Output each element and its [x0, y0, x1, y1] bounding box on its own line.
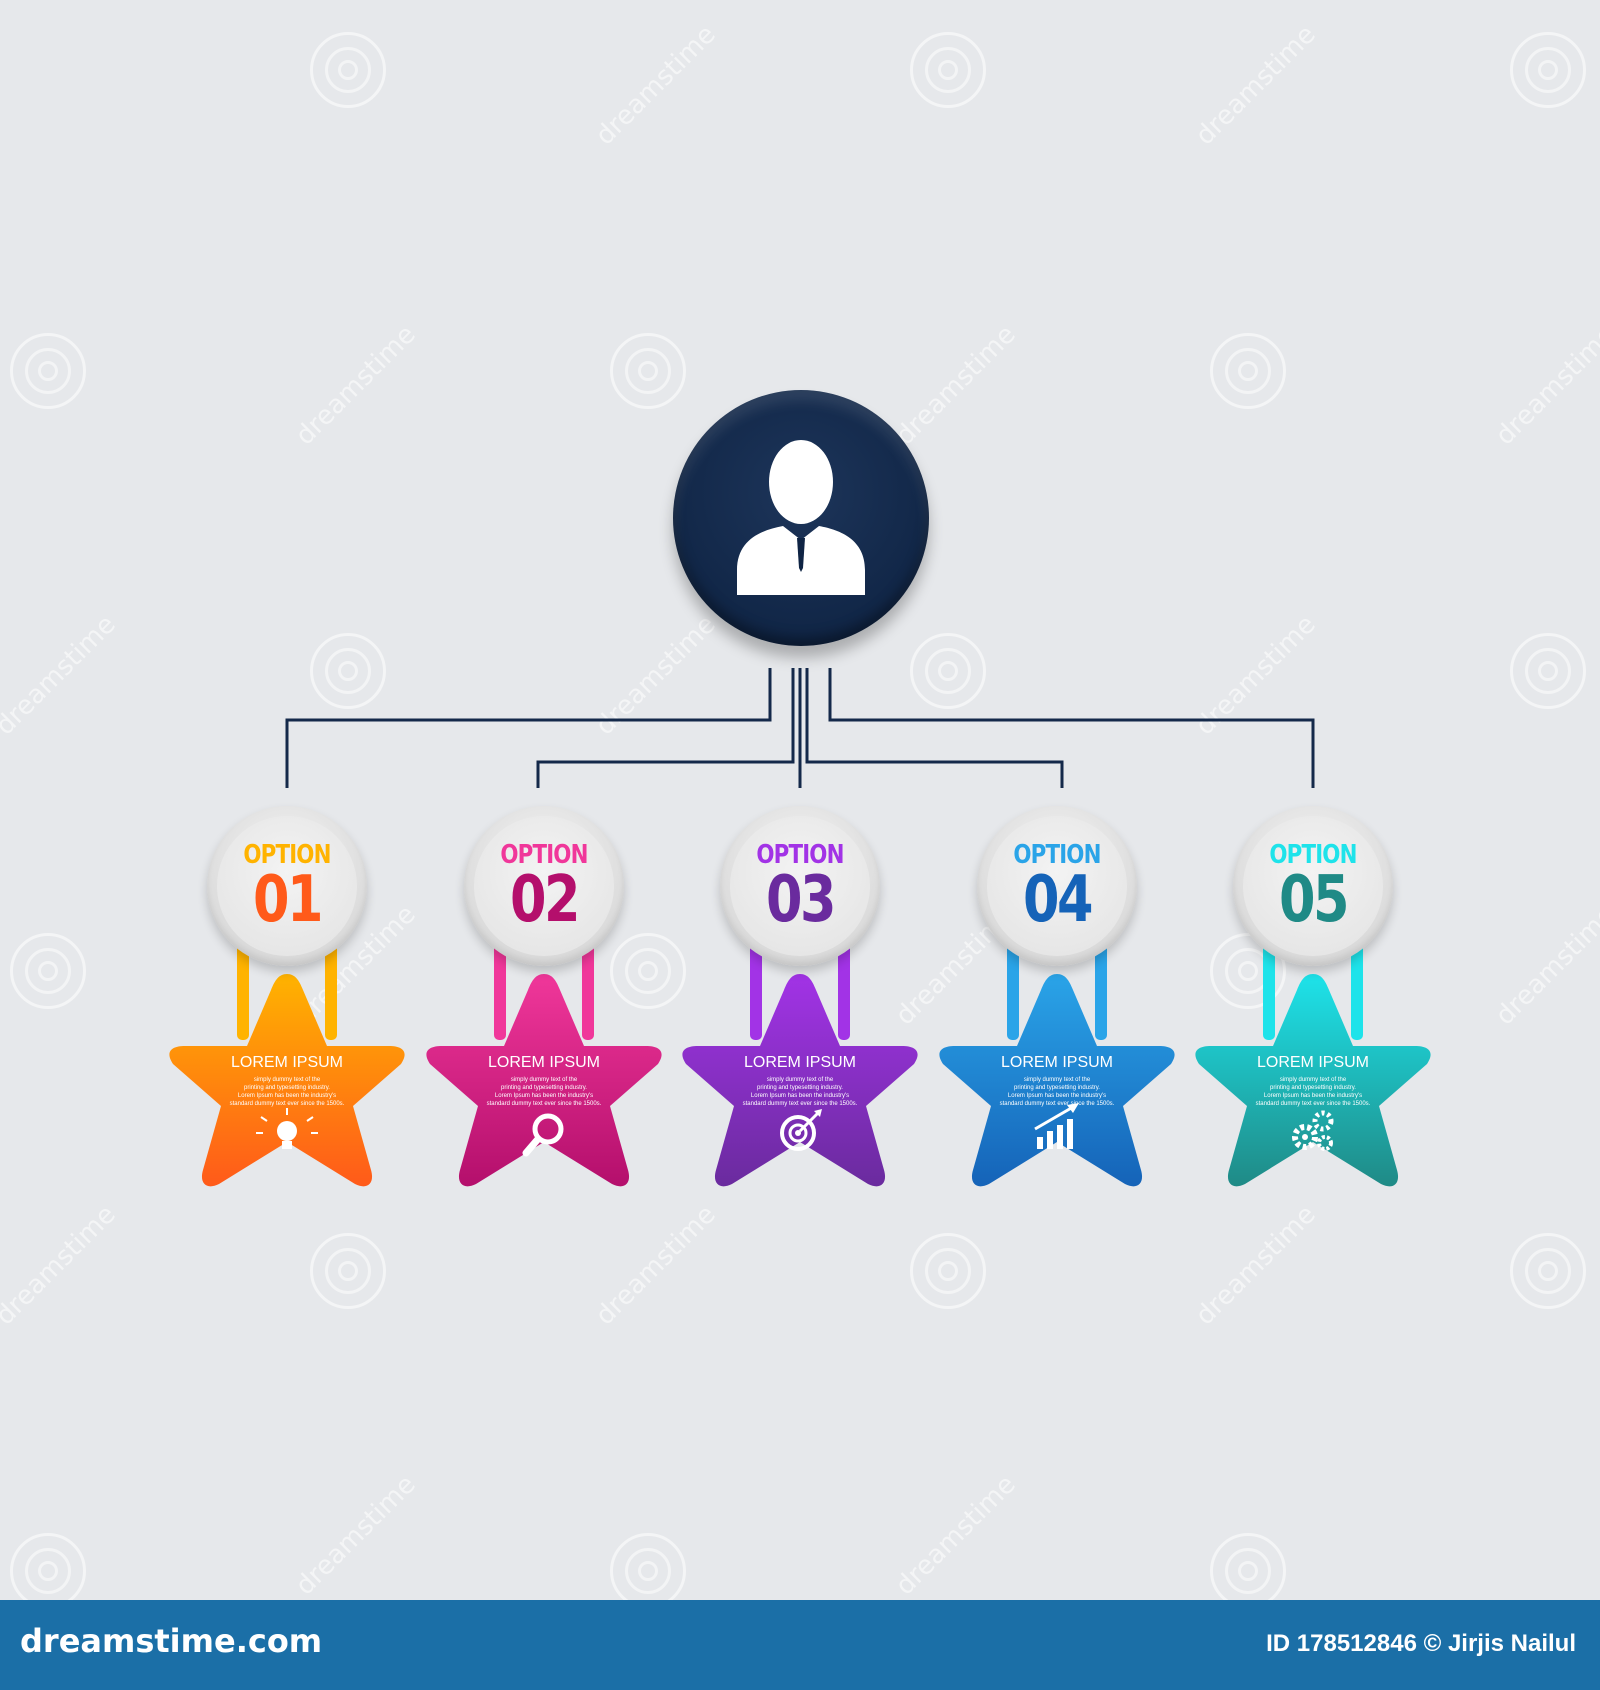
target-icon: [780, 1109, 822, 1151]
option-description: simply dummy text of the printing and typ…: [207, 1076, 367, 1108]
connector-option-05: [828, 668, 1315, 788]
option-description: simply dummy text of the printing and typ…: [977, 1076, 1137, 1108]
connector-option-02: [536, 668, 795, 788]
option-description-line: Lorem Ipsum has been the industry's: [750, 1093, 850, 1099]
footer-credit: ID 178512846 © Jirjis Nailul: [1266, 1630, 1576, 1657]
option-description-line: simply dummy text of the: [1023, 1077, 1091, 1083]
option-description-line: simply dummy text of the: [510, 1077, 578, 1083]
option-number: 01: [252, 863, 324, 937]
option-description-line: printing and typesetting industry.: [757, 1085, 843, 1091]
star-shape: [682, 974, 918, 1187]
option-title: LOREM IPSUM: [1256, 1054, 1369, 1071]
badge-inner: [217, 816, 357, 956]
option-label: OPTION: [243, 840, 331, 870]
connector-option-01: [285, 668, 772, 788]
option-description-line: simply dummy text of the: [253, 1077, 321, 1083]
footer-brand[interactable]: dreamstime.com: [20, 1622, 323, 1660]
badge-inner: [730, 816, 870, 956]
gears-icon: [1292, 1110, 1334, 1151]
option-description-line: printing and typesetting industry.: [1014, 1085, 1100, 1091]
option-description-line: Lorem Ipsum has been the industry's: [1263, 1093, 1363, 1099]
option-label: OPTION: [1013, 840, 1101, 870]
option-description-line: printing and typesetting industry.: [501, 1085, 587, 1091]
option-description-line: standard dummy text ever since the 1500s…: [1255, 1101, 1371, 1107]
option-number: 02: [509, 863, 581, 937]
option-description-line: simply dummy text of the: [766, 1077, 834, 1083]
star-shape: [169, 974, 405, 1187]
option-label: OPTION: [500, 840, 588, 870]
badge-inner: [474, 816, 614, 956]
option-title: LOREM IPSUM: [1000, 1054, 1113, 1071]
option-description-line: simply dummy text of the: [1279, 1077, 1347, 1083]
option-title: LOREM IPSUM: [230, 1054, 343, 1071]
option-description: simply dummy text of the printing and typ…: [720, 1076, 880, 1108]
star-shape: [426, 974, 662, 1187]
badge-inner: [987, 816, 1127, 956]
star-shape: [939, 974, 1175, 1187]
option-description-line: Lorem Ipsum has been the industry's: [237, 1093, 337, 1099]
option-number: 03: [765, 863, 837, 937]
option-number: 05: [1278, 863, 1350, 937]
bar-chart-icon: [1034, 1103, 1079, 1149]
option-description-line: Lorem Ipsum has been the industry's: [1007, 1093, 1107, 1099]
option-description-line: standard dummy text ever since the 1500s…: [742, 1101, 858, 1107]
option-number: 04: [1022, 863, 1094, 937]
option-description: simply dummy text of the printing and typ…: [464, 1076, 624, 1108]
badge-inner: [1243, 816, 1383, 956]
option-title: LOREM IPSUM: [743, 1054, 856, 1071]
lightbulb-icon: [256, 1108, 318, 1149]
option-description-line: standard dummy text ever since the 1500s…: [229, 1101, 345, 1107]
user-icon: [737, 440, 865, 595]
magnifier-icon: [522, 1113, 564, 1157]
option-description-line: Lorem Ipsum has been the industry's: [494, 1093, 594, 1099]
option-description: simply dummy text of the printing and typ…: [1233, 1076, 1393, 1108]
option-description-line: printing and typesetting industry.: [244, 1085, 330, 1091]
footer-bar: dreamstime.com ID 178512846 © Jirjis Nai…: [0, 1600, 1600, 1690]
option-description-line: standard dummy text ever since the 1500s…: [999, 1101, 1115, 1107]
star-shape: [1195, 974, 1431, 1187]
connector-lines: [285, 668, 1315, 788]
option-label: OPTION: [1269, 840, 1357, 870]
center-node: [673, 390, 929, 646]
option-title: LOREM IPSUM: [487, 1054, 600, 1071]
option-description-line: printing and typesetting industry.: [1270, 1085, 1356, 1091]
option-description-line: standard dummy text ever since the 1500s…: [486, 1101, 602, 1107]
connector-option-04: [805, 668, 1064, 788]
option-label: OPTION: [756, 840, 844, 870]
